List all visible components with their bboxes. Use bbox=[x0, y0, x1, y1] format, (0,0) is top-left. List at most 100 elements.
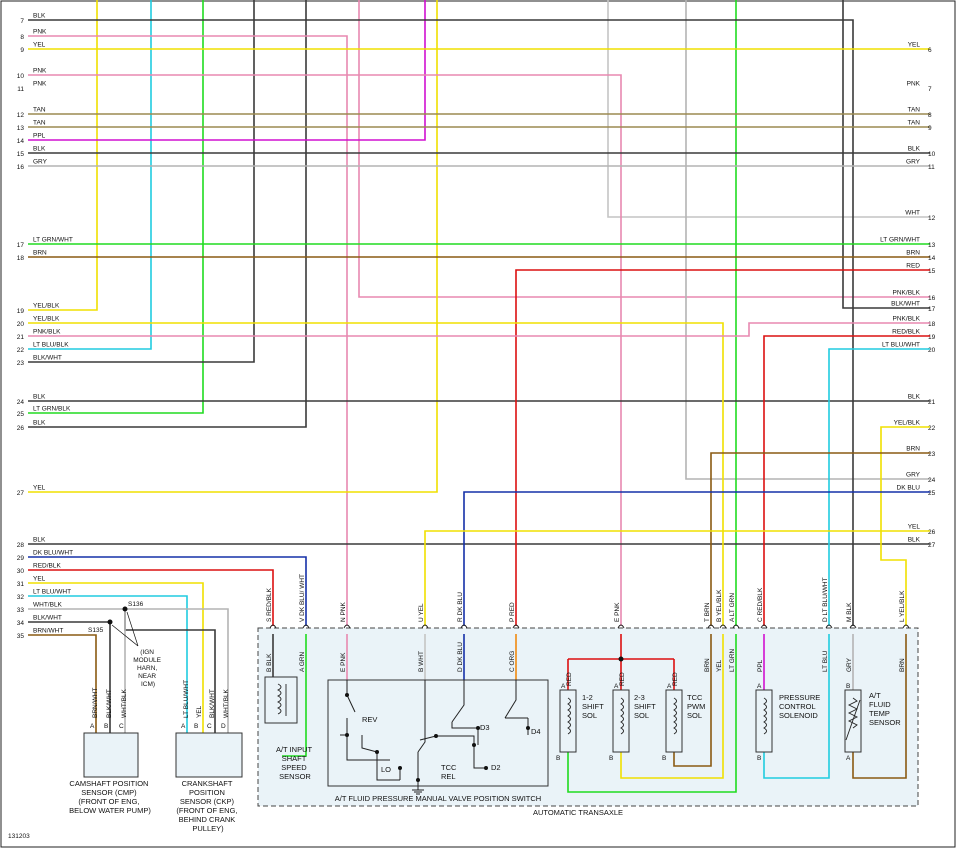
shift23-box bbox=[612, 689, 630, 753]
connector-terminal-t bbox=[707, 624, 715, 629]
pin-right-13: 13 bbox=[928, 242, 936, 249]
pin-right-11: 11 bbox=[928, 164, 935, 171]
connector-wire-label: B YEL/BLK bbox=[716, 589, 723, 622]
ign-note: (IGN MODULE HARN, NEAR ICM) bbox=[133, 649, 163, 688]
ltblu-wht-wire-20 bbox=[828, 348, 930, 626]
pin-left-26: 26 bbox=[17, 425, 25, 432]
internal-wire-label: B BLK bbox=[266, 653, 273, 672]
pin-right-27: 27 bbox=[928, 542, 936, 549]
internal-wire-label: LT BLU bbox=[822, 650, 829, 672]
wht-blk-wire-33 bbox=[28, 608, 229, 740]
connector-wire-label: P RED bbox=[509, 602, 516, 622]
ltgrn-blk-trunk bbox=[28, 0, 204, 414]
splice-s136-label: S136 bbox=[128, 601, 144, 608]
tcc-pwm-pin-b: B bbox=[662, 755, 666, 762]
internal-wire-label: LT GRN bbox=[729, 648, 736, 672]
pin-left-34: 34 bbox=[17, 620, 25, 627]
shift23-coil bbox=[620, 697, 624, 735]
connector-wire-label: E PNK bbox=[614, 602, 621, 622]
transaxle-label: AUTOMATIC TRANSAXLE bbox=[533, 808, 623, 817]
connector-wire-label: R DK BLU bbox=[457, 592, 464, 622]
wire-label-right-26: YEL bbox=[908, 524, 921, 531]
red-blk-wire-30 bbox=[28, 569, 274, 626]
wire-label-left-16: GRY bbox=[33, 159, 48, 166]
pin-right-6: 6 bbox=[928, 47, 932, 54]
connector-wire-label: C RED/BLK bbox=[757, 587, 764, 622]
pcs-coil bbox=[763, 697, 767, 735]
wire-label-left-14: PPL bbox=[33, 133, 46, 140]
blk-wht-trunk-17 bbox=[842, 0, 930, 309]
wire-label-right-18: PNK/BLK bbox=[893, 316, 921, 323]
internal-wire-label: C ORG bbox=[509, 651, 516, 672]
trunk-wires bbox=[28, 0, 930, 626]
pin-left-19: 19 bbox=[17, 308, 25, 315]
wire-label-left-17: LT GRN/WHT bbox=[33, 237, 73, 244]
pin-left-11: 11 bbox=[17, 86, 24, 93]
wire-label-left-32: LT BLU/WHT bbox=[33, 589, 71, 596]
wire-label-left-11: PNK bbox=[33, 81, 47, 88]
temp-pin-b: B bbox=[846, 683, 850, 690]
internal-wire-label: B WHT bbox=[418, 651, 425, 672]
yel-trunk-27 bbox=[28, 0, 438, 493]
ltblu-blk-trunk bbox=[28, 0, 152, 350]
tcc-pwm-red-label: RED bbox=[672, 672, 679, 686]
wire-label-left-25: LT GRN/BLK bbox=[33, 406, 71, 413]
pcs-pin-b: B bbox=[757, 755, 761, 762]
blk-wht-trunk bbox=[28, 0, 255, 363]
pin-right-8: 8 bbox=[928, 112, 932, 119]
wire-label-left-27: YEL bbox=[33, 485, 46, 492]
ckp-wire-d: WHT/BLK bbox=[223, 688, 230, 718]
wire-label-right-22: YEL/BLK bbox=[894, 420, 921, 427]
shift12-coil bbox=[567, 697, 571, 735]
pin-left-9: 9 bbox=[20, 47, 24, 54]
blk-trunk-26 bbox=[28, 0, 307, 428]
pin-left-31: 31 bbox=[17, 581, 25, 588]
wire-label-left-24: BLK bbox=[33, 394, 46, 401]
wire-label-left-7: BLK bbox=[33, 13, 46, 20]
internal-wire-label: D DK BLU bbox=[457, 642, 464, 672]
pin-right-25: 25 bbox=[928, 490, 936, 497]
wire-label-right-20: LT BLU/WHT bbox=[882, 342, 920, 349]
ckp-sensor-box bbox=[175, 732, 243, 778]
left-wire-group: BLK7PNK8YEL9PNK10PNK11TAN12TAN13PPL14BLK… bbox=[17, 13, 930, 640]
ckp-pin-letters: A B C D bbox=[181, 723, 226, 730]
pin-right-12: 12 bbox=[928, 215, 936, 222]
pin-left-24: 24 bbox=[17, 399, 25, 406]
grn-speed-wire bbox=[282, 634, 307, 757]
pin-right-19: 19 bbox=[928, 334, 936, 341]
wire-label-left-20: YEL/BLK bbox=[33, 316, 60, 323]
pin-right-24: 24 bbox=[928, 477, 936, 484]
internal-wire-label: E PNK bbox=[340, 652, 347, 672]
connector-wire-label: S RED/BLK bbox=[266, 587, 273, 622]
cmp-wire-labels: BRN/WHT BLK/WHT WHT/BLK bbox=[92, 688, 128, 718]
wire-label-right-19: RED/BLK bbox=[892, 329, 920, 336]
connector-wire-label: T BRN bbox=[704, 602, 711, 622]
pin-left-12: 12 bbox=[17, 112, 25, 119]
yel-wire-31 bbox=[28, 582, 204, 740]
pin-left-14: 14 bbox=[17, 138, 25, 145]
shift23-pin-a: A bbox=[614, 683, 619, 690]
wire-label-right-7: PNK bbox=[907, 81, 921, 88]
pin-left-35: 35 bbox=[17, 633, 25, 640]
routed-wires bbox=[28, 269, 930, 740]
wire-label-right-10: BLK bbox=[908, 146, 921, 153]
wht-trunk bbox=[607, 0, 930, 218]
pin-left-20: 20 bbox=[17, 321, 25, 328]
wire-label-left-19: YEL/BLK bbox=[33, 303, 60, 310]
cmp-wire-a: BRN/WHT bbox=[92, 688, 99, 718]
wire-label-left-21: PNK/BLK bbox=[33, 329, 61, 336]
pin-right-16: 16 bbox=[928, 295, 936, 302]
switch-label-d3: D3 bbox=[480, 723, 490, 732]
pin-right-9: 9 bbox=[928, 125, 932, 132]
dkblu-wht-wire-29 bbox=[28, 556, 307, 626]
pin-right-7: 7 bbox=[928, 86, 932, 93]
shift12-pin-a: A bbox=[561, 683, 566, 690]
position-switch-ground bbox=[412, 789, 424, 795]
wire-label-left-34: BLK/WHT bbox=[33, 615, 62, 622]
wire-label-right-8: TAN bbox=[907, 107, 920, 114]
ltblu-pcs-wire bbox=[763, 634, 830, 779]
pin-right-22: 22 bbox=[928, 425, 936, 432]
